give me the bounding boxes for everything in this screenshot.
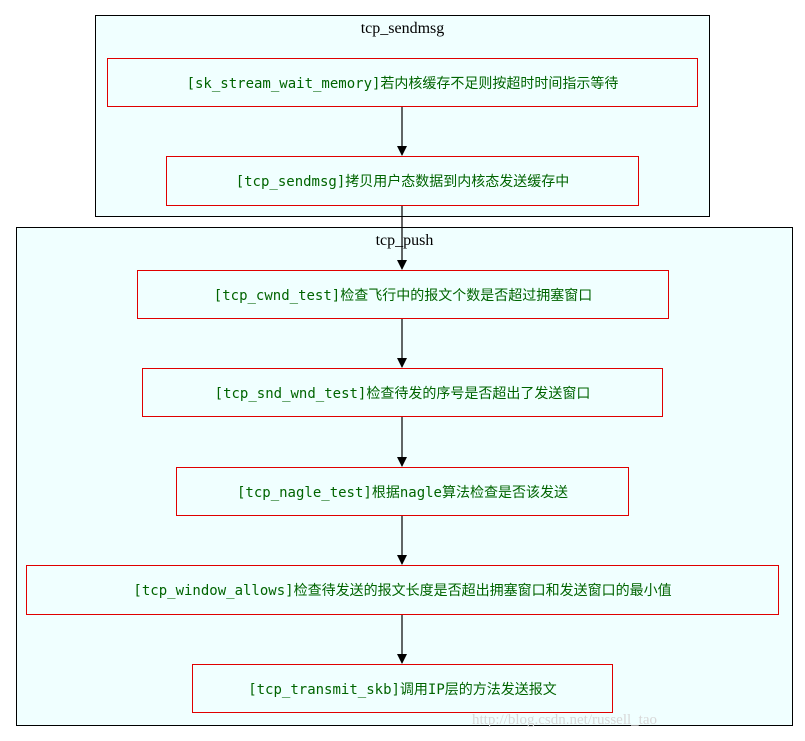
node-tcp-sendmsg: [tcp_sendmsg]拷贝用户态数据到内核态发送缓存中 — [166, 156, 639, 206]
node-tcp-snd-wnd-test: [tcp_snd_wnd_test]检查待发的序号是否超出了发送窗口 — [142, 368, 663, 417]
node-tcp-cwnd-test: [tcp_cwnd_test]检查飞行中的报文个数是否超过拥塞窗口 — [137, 270, 669, 319]
node-tcp-nagle-test: [tcp_nagle_test]根据nagle算法检查是否该发送 — [176, 467, 629, 516]
watermark-text: http://blog.csdn.net/russell_tao — [472, 712, 657, 728]
node-sk-stream-wait-memory: [sk_stream_wait_memory]若内核缓存不足则按超时时间指示等待 — [107, 58, 698, 107]
node-tcp-window-allows: [tcp_window_allows]检查待发送的报文长度是否超出拥塞窗口和发送… — [26, 565, 779, 615]
cluster-title-tcp-sendmsg: tcp_sendmsg — [360, 20, 445, 37]
cluster-title-tcp-push: tcp_push — [375, 232, 434, 249]
node-tcp-transmit-skb: [tcp_transmit_skb]调用IP层的方法发送报文 — [192, 664, 613, 713]
